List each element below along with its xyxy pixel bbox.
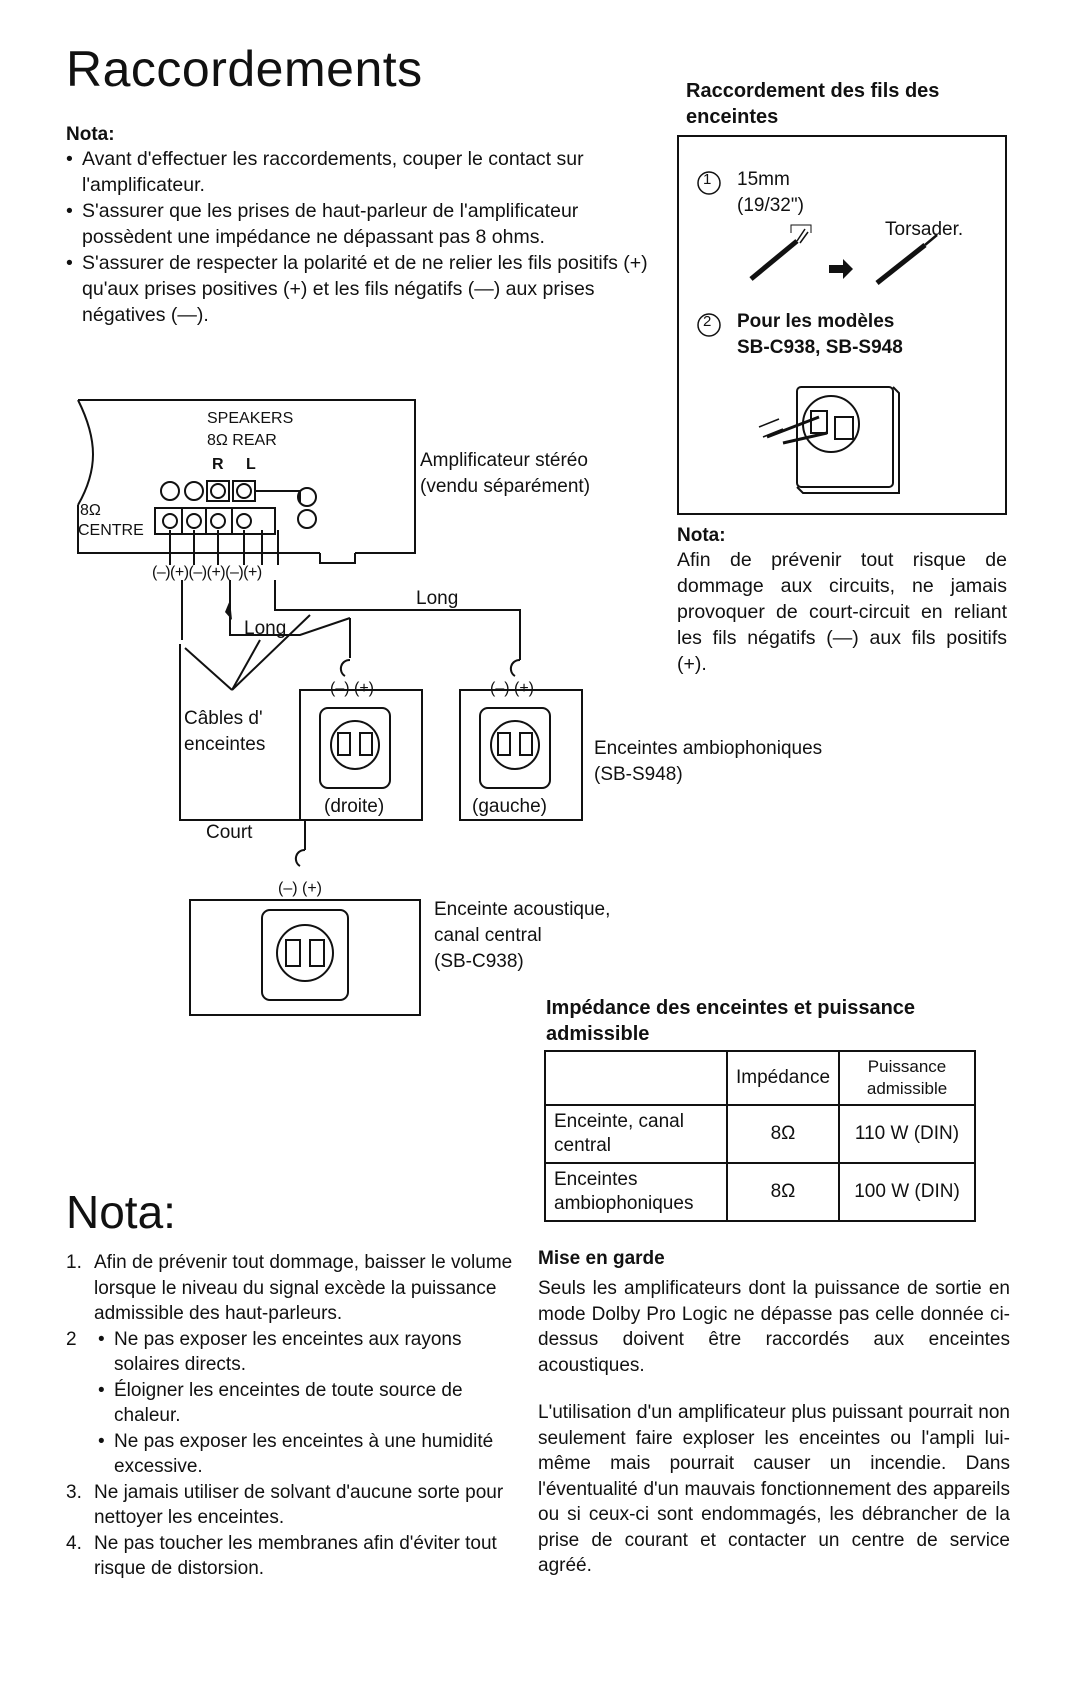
nota-bottom-item: 4. Ne pas toucher les membranes afin d'é… xyxy=(66,1531,524,1582)
surround-label-1: Enceintes ambiophoniques xyxy=(594,738,823,759)
nota-right-label: Nota: xyxy=(677,525,726,546)
wire-twisted-icon xyxy=(875,243,927,285)
header-power-1: Puissance xyxy=(867,1057,947,1076)
caution: Mise en garde Seuls les amplificateurs d… xyxy=(538,1248,1010,1579)
item-number: 1. xyxy=(66,1252,82,1273)
table-row: Enceinte, canal central 8Ω 110 W (DIN) xyxy=(544,1104,977,1164)
cable-centre xyxy=(179,644,306,850)
table-header-impedance: Impédance xyxy=(725,1050,841,1106)
step1-twist: Torsader. xyxy=(885,219,964,240)
item-sub: Ne pas exposer les enceintes aux rayons … xyxy=(94,1327,524,1378)
step2-num: 2 xyxy=(703,313,712,330)
cable-left xyxy=(274,580,521,640)
item-number: 4. xyxy=(66,1532,82,1554)
centre-label: CENTRE xyxy=(78,522,144,539)
page-title: Raccordements xyxy=(66,41,423,97)
table-row: Enceintes ambiophoniques 8Ω 100 W (DIN) xyxy=(544,1162,977,1222)
row-impedance: 8Ω xyxy=(725,1162,841,1222)
row-name: Enceintes ambiophoniques xyxy=(544,1162,728,1222)
item-text: Ne pas toucher les membranes afin d'évit… xyxy=(94,1532,497,1580)
row-name-1: Enceinte, canal xyxy=(554,1111,684,1132)
speakers-label: SPEAKERS xyxy=(207,410,294,427)
right-polarity: (–) (+) xyxy=(330,680,374,697)
table-header-power: Puissance admissible xyxy=(838,1050,977,1106)
row-name-1: Enceintes xyxy=(554,1169,638,1190)
long-label-2: Long xyxy=(244,618,287,639)
caution-para-2: L'utilisation d'un amplificateur plus pu… xyxy=(538,1402,1010,1576)
nota-top-list: Avant d'effectuer les raccordements, cou… xyxy=(66,146,666,328)
nota-bottom: 1. Afin de prévenir tout dommage, baisse… xyxy=(66,1250,524,1582)
impedance-heading: Impédance des enceintes et puissance adm… xyxy=(546,995,1026,1047)
left-speaker-label: (gauche) xyxy=(472,796,547,817)
court-label: Court xyxy=(206,822,253,843)
nota-top-item: Avant d'effectuer les raccordements, cou… xyxy=(66,146,666,198)
caution-heading: Mise en garde xyxy=(538,1248,665,1269)
centre-speaker-label-2: canal central xyxy=(434,925,542,946)
nota-top: Nota: Avant d'effectuer les raccordement… xyxy=(66,124,666,328)
item-text: Ne jamais utiliser de solvant d'aucune s… xyxy=(94,1481,504,1529)
step1-circle xyxy=(697,171,721,195)
arrow-icon xyxy=(829,259,853,279)
nota-top-item: S'assurer que les prises de haut-parleur… xyxy=(66,198,666,250)
nota-bottom-item: 1. Afin de prévenir tout dommage, baisse… xyxy=(66,1250,524,1327)
row-name-2: ambiophoniques xyxy=(554,1193,694,1214)
amplifier-outline xyxy=(78,399,416,554)
nota-bottom-item: 3. Ne jamais utiliser de solvant d'aucun… xyxy=(66,1480,524,1531)
step2-line2: SB-C938, SB-S948 xyxy=(737,337,903,358)
left-polarity: (–) (+) xyxy=(490,680,534,697)
right-speaker-label: (droite) xyxy=(324,796,385,817)
nota-right-text: Afin de prévenir tout risque de dommage … xyxy=(677,549,1007,675)
table-row: Impédance Puissance admissible xyxy=(544,1050,977,1106)
wire-box-heading: Raccordement des fils des enceintes xyxy=(686,80,940,128)
row-power: 100 W (DIN) xyxy=(838,1162,977,1222)
impedance-table-wrap: Impédance Puissance admissible Enceinte,… xyxy=(544,1050,977,1222)
cables-label-2: enceintes xyxy=(184,734,266,755)
step2-line1: Pour les modèles xyxy=(737,311,895,332)
speaker-left xyxy=(459,689,583,821)
surround-label-2: (SB-S948) xyxy=(594,764,683,785)
impedance-table: Impédance Puissance admissible Enceinte,… xyxy=(544,1050,977,1222)
cables-label-1: Câbles d' xyxy=(184,708,263,729)
caution-para-1: Seuls les amplificateurs dont la puissan… xyxy=(538,1278,1010,1376)
nota-right: Nota: Afin de prévenir tout risque de do… xyxy=(677,525,1007,677)
row-impedance: 8Ω xyxy=(725,1104,841,1164)
long-label-1: Long xyxy=(416,588,459,609)
speaker-centre xyxy=(189,899,421,1016)
amp-label-2: (vendu séparément) xyxy=(420,476,591,497)
r-label: R xyxy=(212,456,224,473)
speaker-right xyxy=(299,689,423,821)
item-sub: Ne pas exposer les enceintes à une humid… xyxy=(94,1429,524,1480)
centre-speaker-label-3: (SB-C938) xyxy=(434,951,524,972)
item-text: Afin de prévenir tout dommage, baisser l… xyxy=(94,1252,513,1324)
terminal-plate-icon xyxy=(758,386,900,494)
nota-top-label: Nota: xyxy=(66,124,115,145)
table-cell xyxy=(544,1050,728,1106)
impedance-heading-2: admissible xyxy=(546,1023,650,1045)
step1-length: 15mm xyxy=(737,169,790,190)
item-number: 2 xyxy=(66,1328,77,1350)
header-power-2: admissible xyxy=(866,1079,948,1098)
step1-num: 1 xyxy=(703,171,712,188)
wire-stripped-icon xyxy=(749,239,799,281)
nota-top-item: S'assurer de respecter la polarité et de… xyxy=(66,250,666,328)
item-sub: Éloigner les enceintes de toute source d… xyxy=(94,1378,524,1429)
terminal-polarity-label: (–)(+)(–)(+)(–)(+) xyxy=(152,564,262,581)
wire-box: 1 15mm (19/32") Torsader. 2 Pour les mod… xyxy=(677,135,1007,515)
centre-polarity: (–) (+) xyxy=(278,880,322,897)
row-power: 110 W (DIN) xyxy=(838,1104,977,1164)
centre-ohm-label: 8Ω xyxy=(80,502,101,519)
nota-bottom-heading: Nota: xyxy=(66,1186,176,1238)
item-number: 3. xyxy=(66,1481,82,1503)
amp-label-1: Amplificateur stéréo xyxy=(420,450,588,471)
row-name-2: central xyxy=(554,1135,612,1156)
centre-speaker-label-1: Enceinte acoustique, xyxy=(434,899,611,920)
rear-label: 8Ω REAR xyxy=(207,432,277,449)
step1-inch: (19/32") xyxy=(737,195,804,216)
impedance-heading-1: Impédance des enceintes et puissance xyxy=(546,997,916,1019)
l-label: L xyxy=(246,456,256,473)
row-name: Enceinte, canal central xyxy=(544,1104,728,1164)
nota-bottom-item: 2 Ne pas exposer les enceintes aux rayon… xyxy=(66,1327,524,1480)
